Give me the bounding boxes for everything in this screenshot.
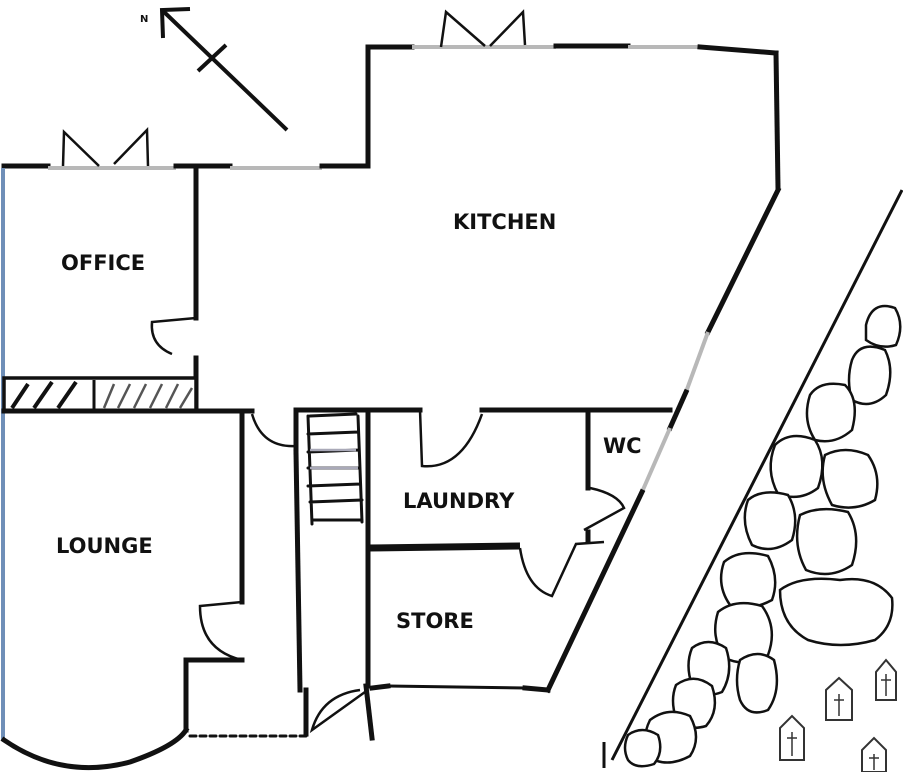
exterior-walls xyxy=(1,43,782,740)
room-label-laundry: LAUNDRY xyxy=(403,489,515,513)
gravestones-icon xyxy=(779,658,897,772)
interior-walls xyxy=(0,165,673,771)
staircase xyxy=(306,412,364,526)
office-french-doors xyxy=(61,127,150,167)
north-label: N xyxy=(140,14,148,25)
north-compass-icon: N xyxy=(140,7,289,132)
room-label-store: STORE xyxy=(396,609,474,633)
room-label-lounge: LOUNGE xyxy=(56,534,153,558)
boundary-line xyxy=(602,189,903,768)
trees-icon xyxy=(623,304,902,768)
kitchen-french-doors xyxy=(439,9,527,48)
room-label-office: OFFICE xyxy=(61,251,145,275)
room-label-wc: WC xyxy=(603,434,642,458)
room-label-kitchen: KITCHEN xyxy=(453,210,556,234)
